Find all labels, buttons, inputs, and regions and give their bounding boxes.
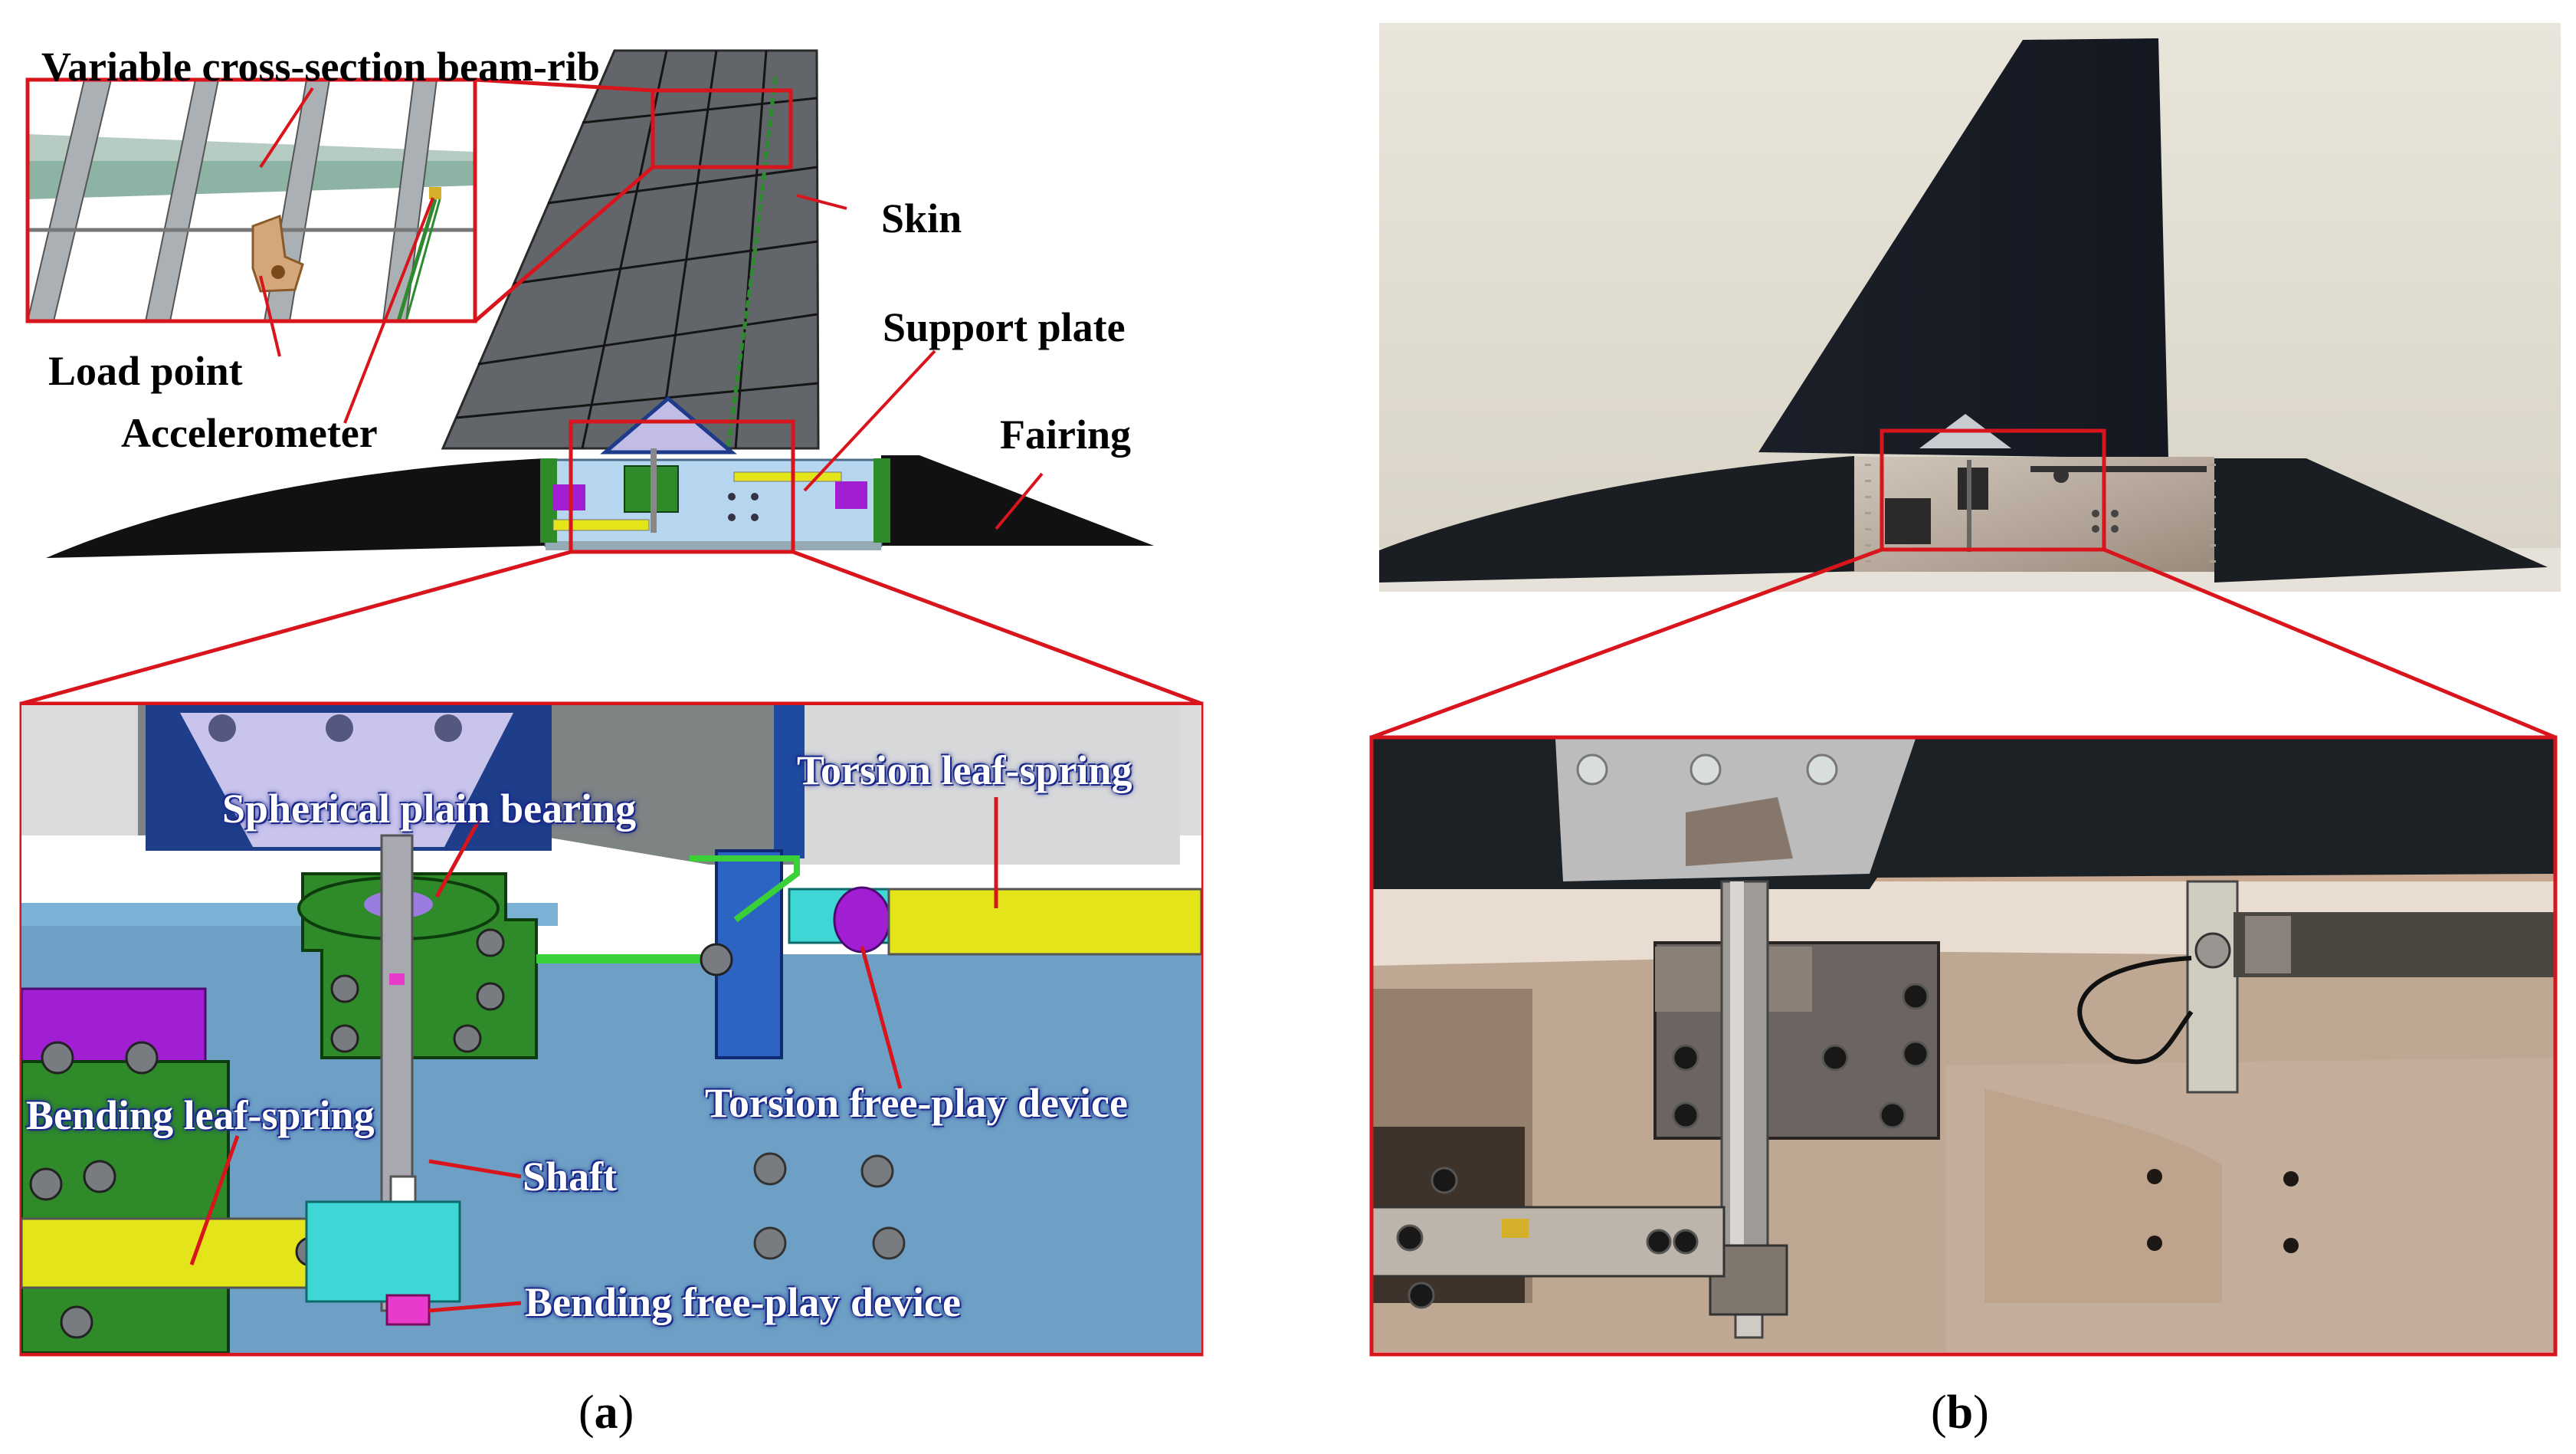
pointer-lines-top <box>259 87 1044 530</box>
caption-a-letter: a <box>594 1387 618 1439</box>
left-fairing <box>46 458 546 558</box>
label-shaft: Shaft <box>523 1154 618 1200</box>
caption-a: (a) <box>578 1387 634 1439</box>
photo-detail <box>1372 739 2554 1352</box>
cad-overview <box>46 49 1154 558</box>
highlight-boxes-a <box>19 77 1204 1357</box>
photo-overview <box>1379 23 2561 592</box>
label-load-point: Load point <box>48 348 243 394</box>
label-support-plate: Support plate <box>883 304 1126 350</box>
cad-detail <box>21 705 1201 1353</box>
label-fairing: Fairing <box>1000 412 1131 458</box>
label-spherical-bearing: Spherical plain bearing <box>222 786 637 832</box>
caption-b-letter: b <box>1946 1387 1974 1439</box>
caption-b: (b) <box>1931 1387 1989 1439</box>
beam-rib-inset <box>28 80 475 321</box>
label-skin: Skin <box>881 195 962 241</box>
right-fairing <box>881 455 1154 546</box>
label-torsion-leaf-spring: Torsion leaf-spring <box>797 747 1132 793</box>
label-bending-leaf-spring: Bending leaf-spring <box>26 1092 375 1138</box>
label-torsion-free-play: Torsion free-play device <box>705 1080 1128 1126</box>
label-accelerometer: Accelerometer <box>121 410 378 456</box>
highlight-boxes-b <box>1369 428 2558 1357</box>
label-beam-rib: Variable cross-section beam-rib <box>41 44 600 90</box>
label-bending-free-play: Bending free-play device <box>525 1279 961 1325</box>
